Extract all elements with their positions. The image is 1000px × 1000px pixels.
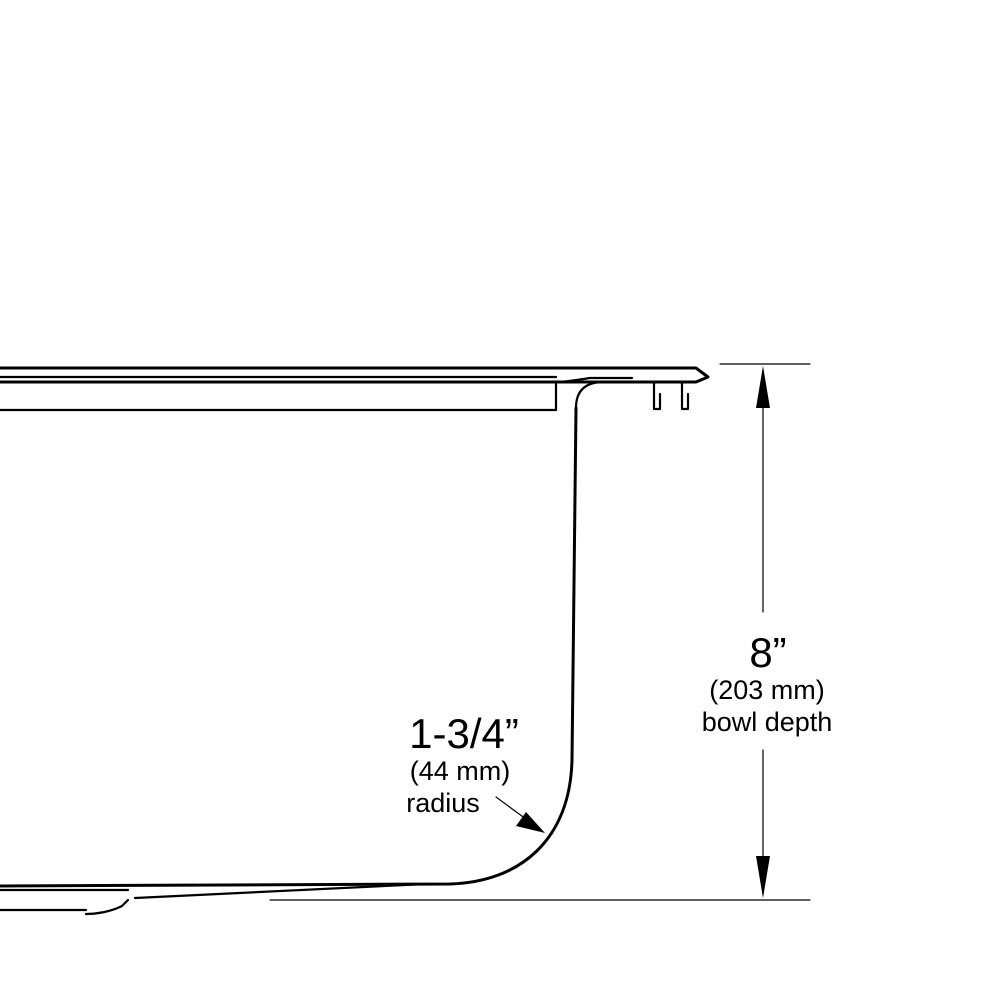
bowl-wall-profile [0, 406, 578, 900]
depth-dimension-text: 8” (203 mm) bowl depth [702, 629, 833, 737]
drain-flange [0, 888, 130, 916]
radius-metric: (44 mm) [410, 756, 511, 786]
radius-value: 1-3/4” [409, 710, 519, 757]
depth-value: 8” [749, 629, 786, 676]
dimension-extension-lines [269, 363, 811, 901]
mounting-clip-right [680, 380, 690, 411]
arrow-down-icon [756, 856, 770, 898]
depth-dimension-line [756, 366, 770, 898]
radius-dimension-text: 1-3/4” (44 mm) radius [406, 710, 519, 818]
radius-leader [495, 796, 545, 833]
radius-arrow-icon [516, 812, 545, 833]
sink-deck [0, 366, 710, 412]
depth-label: bowl depth [702, 707, 833, 737]
mounting-clip-left [652, 380, 662, 411]
bowl-rim-curve [554, 376, 636, 410]
arrow-up-icon [756, 366, 770, 408]
depth-metric: (203 mm) [709, 675, 825, 705]
radius-label: radius [406, 788, 480, 818]
